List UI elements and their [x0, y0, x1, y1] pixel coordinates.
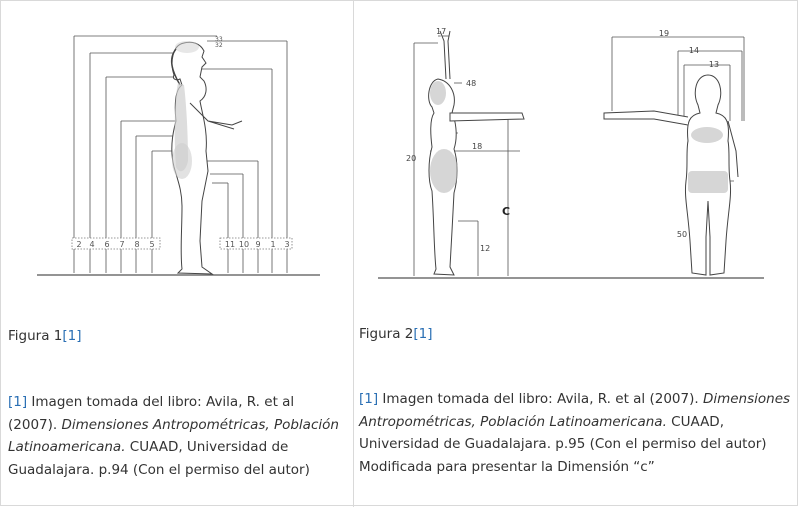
- reference-footnote-link[interactable]: [1]: [8, 394, 28, 410]
- reference-text: CUAAD, Universidad de Guadalajara. p.94 …: [8, 439, 310, 478]
- label-strip-right: [219, 237, 293, 250]
- caption-text: Figura 1: [8, 328, 63, 344]
- dim-label: 9: [255, 240, 260, 249]
- dim-label: 8: [134, 240, 139, 249]
- caption-footnote-link[interactable]: [1]: [413, 326, 433, 342]
- figure-1-side-standing: 2 4 6 7 8 5 11 10 9 1 3 33 32: [37, 35, 320, 276]
- label-strip-left: [71, 237, 161, 250]
- reference-text: Imagen tomada del libro: Avila, R. et al…: [378, 391, 703, 407]
- dim-label: 19: [659, 29, 669, 38]
- dim-label: 18: [472, 142, 482, 151]
- head-label: 32: [215, 42, 223, 49]
- dim-label: 48: [466, 79, 476, 88]
- figure-1-reference: [1] Imagen tomada del libro: Avila, R. e…: [8, 391, 346, 481]
- dim-label: 13: [709, 60, 719, 69]
- column-divider: [353, 1, 354, 507]
- dimension-c-label: C: [502, 205, 510, 218]
- reference-text: Imagen tomada del libro: Avila, R. et al…: [8, 394, 295, 433]
- dim-label: 12: [480, 244, 490, 253]
- head-label: 33: [215, 36, 223, 43]
- figure-2-arm-reach: 17 48 21 18 20 12 C: [378, 27, 764, 279]
- caption-text: Figura 2: [359, 326, 414, 342]
- figure-2-caption: Figura 2[1]: [359, 326, 433, 342]
- dim-label: 2: [76, 240, 81, 249]
- dim-label: 50: [677, 230, 687, 239]
- reference-text: CUAAD, Universidad de Guadalajara. p.95 …: [359, 413, 767, 475]
- dim-label: 11: [225, 240, 235, 249]
- caption-footnote-link[interactable]: [1]: [62, 328, 82, 344]
- reference-book-title: Dimensiones Antropométricas, Población L…: [8, 416, 339, 456]
- dim-label: 7: [119, 240, 124, 249]
- figure-2-reference: [1] Imagen tomada del libro: Avila, R. e…: [359, 388, 791, 478]
- dim-label: 10: [239, 240, 249, 249]
- front-body-shading: [688, 127, 728, 193]
- dim-label: 14: [689, 46, 699, 55]
- dim-label: 3: [284, 240, 289, 249]
- reference-footnote-link[interactable]: [1]: [359, 391, 379, 407]
- figure-1-caption: Figura 1[1]: [8, 328, 82, 344]
- dim-label: 6: [104, 240, 109, 249]
- body-shading: [172, 41, 199, 179]
- figure-cell-2: 17 48 21 18 20 12 C: [354, 1, 798, 507]
- dim-label: 20: [406, 154, 416, 163]
- dim-label: 17: [436, 27, 446, 36]
- dimension-lines-right: [198, 40, 288, 273]
- dim-label: 5: [149, 240, 154, 249]
- figure-cell-1: 2 4 6 7 8 5 11 10 9 1 3 33 32: [2, 1, 352, 507]
- dim-label: 4: [89, 240, 94, 249]
- side-body-shading: [430, 81, 458, 193]
- dim-label: 1: [270, 240, 275, 249]
- reference-book-title: Dimensiones Antropométricas, Población L…: [359, 391, 791, 430]
